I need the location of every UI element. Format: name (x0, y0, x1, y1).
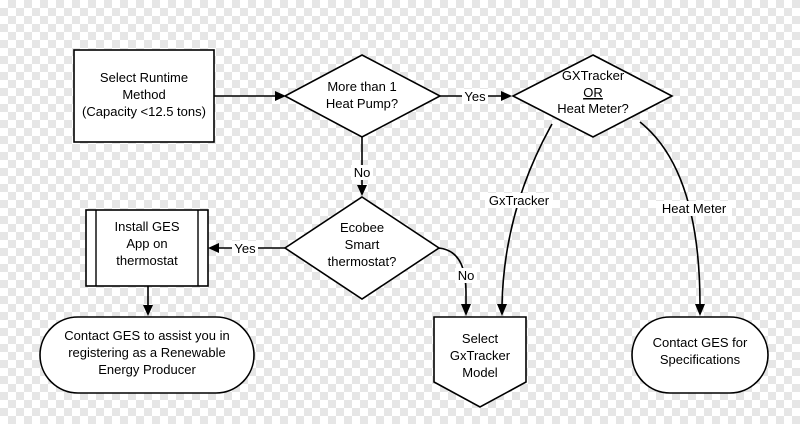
node-text-line: Heat Pump? (326, 96, 398, 111)
node-text-line: Contact GES for (653, 335, 748, 350)
node-text-line: thermostat? (328, 254, 397, 269)
edge-gxtracker (501, 123, 553, 306)
arrowhead (208, 243, 219, 253)
node-select-gxtracker-model: Select GxTracker Model (433, 316, 527, 408)
node-text-line: GXTracker (562, 68, 625, 83)
node-text-line: thermostat (116, 253, 178, 268)
arrowhead (275, 91, 286, 101)
node-text-line: Contact GES to assist you in (64, 328, 229, 343)
edges (143, 91, 705, 316)
edge-ecobee-no (437, 247, 467, 305)
edge-label-no-right: No (458, 268, 475, 283)
edge-label-yes-top: Yes (464, 89, 486, 104)
node-text-line: App on (126, 236, 167, 251)
node-text-line: (Capacity <12.5 tons) (82, 104, 206, 119)
node-contact-ges-assist: Contact GES to assist you in registering… (39, 316, 255, 394)
node-more-than-one-heat-pump: More than 1 Heat Pump? (283, 54, 442, 138)
arrowhead (497, 304, 507, 316)
node-install-ges-app: Install GES App on thermostat (85, 209, 209, 287)
arrowhead (357, 185, 367, 196)
node-text-line: Heat Meter? (557, 101, 629, 116)
edge-label-no-mid: No (354, 165, 371, 180)
node-select-runtime-method: Select Runtime Method (Capacity <12.5 to… (73, 49, 215, 143)
node-text-line: OR (583, 85, 603, 100)
node-text-line: Ecobee (340, 220, 384, 235)
node-gxtracker-or-heat-meter: GXTracker OR Heat Meter? (511, 54, 674, 138)
node-text-line: Method (122, 87, 165, 102)
node-text-line: Specifications (660, 352, 741, 367)
node-text-line: registering as a Renewable (68, 345, 226, 360)
node-text-line: Select (462, 331, 499, 346)
arrowhead (695, 304, 705, 316)
node-text-line: GxTracker (450, 348, 511, 363)
node-text-line: Smart (345, 237, 380, 252)
edge-label-heat-meter: Heat Meter (662, 201, 727, 216)
node-text-line: More than 1 (327, 79, 396, 94)
node-text-line: Energy Producer (98, 362, 196, 377)
node-ecobee-smart-thermostat: Ecobee Smart thermostat? (283, 196, 441, 300)
edge-heat-meter (639, 121, 701, 306)
node-text-line: Select Runtime (100, 70, 188, 85)
node-text-line: Model (462, 365, 498, 380)
node-contact-ges-specifications: Contact GES for Specifications (631, 316, 769, 394)
edge-label-gxtracker: GxTracker (489, 193, 550, 208)
arrowhead (461, 304, 471, 316)
node-text-line: Install GES (114, 219, 179, 234)
edge-labels: Yes No Yes No GxTracker Heat Meter (232, 89, 732, 283)
arrowhead (501, 91, 512, 101)
arrowhead (143, 305, 153, 316)
edge-label-yes-left: Yes (234, 241, 256, 256)
